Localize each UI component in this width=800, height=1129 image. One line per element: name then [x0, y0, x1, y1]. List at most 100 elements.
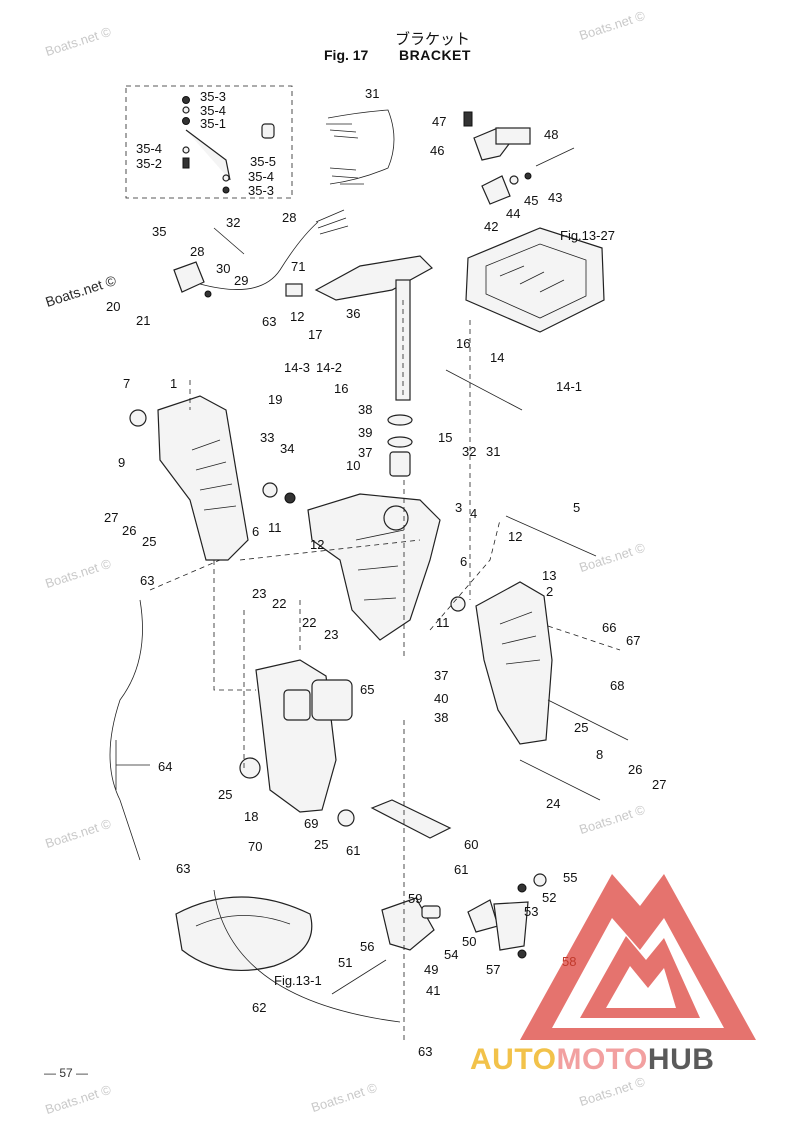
- callout-12: 12: [310, 537, 324, 552]
- part-2-clamp-bracket-right: [450, 581, 553, 745]
- lower-bracket-group: [381, 873, 547, 959]
- callout-21: 21: [136, 313, 150, 328]
- callout-35-3: 35-3: [248, 183, 274, 198]
- callout-18: 18: [244, 809, 258, 824]
- callout-labels: 35-3 35-4 35-1 35-4 35-2 35-5 35-4 35-3 …: [104, 86, 666, 1059]
- callout-63: 63: [176, 861, 190, 876]
- callout-25: 25: [142, 534, 156, 549]
- callout-48: 48: [544, 127, 558, 142]
- callout-63: 63: [262, 314, 276, 329]
- part-31-wire-harness: [326, 109, 395, 185]
- part-18-power-trim-tilt-unit: [239, 659, 355, 827]
- leader-64: [115, 740, 150, 790]
- callout-16: 16: [334, 381, 348, 396]
- brand-part-moto: MOTO: [556, 1043, 648, 1076]
- brand-wordmark: AUTOMOTOHUB: [470, 1043, 714, 1077]
- callout-50: 50: [462, 934, 476, 949]
- reference-fig13-27-housing: [465, 227, 605, 333]
- callout-68: 68: [610, 678, 624, 693]
- page-number: — 57 —: [44, 1066, 89, 1080]
- callout-14: 14: [490, 350, 504, 365]
- callout-16: 16: [456, 336, 470, 351]
- callout-8: 8: [596, 747, 603, 762]
- callout-28: 28: [282, 210, 296, 225]
- part-60-plate: [370, 799, 452, 839]
- callout-22: 22: [302, 615, 316, 630]
- callout-37: 37: [358, 445, 372, 460]
- callout-29: 29: [234, 273, 248, 288]
- callout-57: 57: [486, 962, 500, 977]
- callout-9: 9: [118, 455, 125, 470]
- brand-part-auto: AUTO: [470, 1043, 557, 1076]
- callout-35-2: 35-2: [136, 156, 162, 171]
- callout-56: 56: [360, 939, 374, 954]
- callout-34: 34: [280, 441, 294, 456]
- callout-35-5: 35-5: [250, 154, 276, 169]
- callout-64: 64: [158, 759, 172, 774]
- callout-37: 37: [434, 668, 448, 683]
- callout-1: 1: [170, 376, 177, 391]
- callout-67: 67: [626, 633, 640, 648]
- callout-14-2: 14-2: [316, 360, 342, 375]
- callout-45: 45: [524, 193, 538, 208]
- part-35-linkage: [182, 96, 275, 194]
- callout-70: 70: [248, 839, 262, 854]
- callout-17: 17: [308, 327, 322, 342]
- callout-33: 33: [260, 430, 274, 445]
- callout-54: 54: [444, 947, 458, 962]
- callout-53: 53: [524, 904, 538, 919]
- callout-26: 26: [122, 523, 136, 538]
- callout-61: 61: [454, 862, 468, 877]
- part-51-bolt: [331, 959, 387, 995]
- callout-12: 12: [290, 309, 304, 324]
- callout-11: 11: [268, 520, 282, 535]
- callout-38: 38: [358, 402, 372, 417]
- callout-19: 19: [268, 392, 282, 407]
- callout-24: 24: [546, 796, 560, 811]
- reference-fig13-1-lower-unit: [175, 896, 313, 971]
- callout-58: 58: [562, 954, 576, 969]
- callout-10: 10: [346, 458, 360, 473]
- callout-5: 5: [573, 500, 580, 515]
- callout-12: 12: [508, 529, 522, 544]
- callout-35-3: 35-3: [200, 89, 226, 104]
- assembly-guide-lines: [149, 320, 621, 1040]
- callout-47: 47: [432, 114, 446, 129]
- reference-fig13-1: Fig.13-1: [274, 973, 322, 988]
- callout-27: 27: [652, 777, 666, 792]
- callout-39: 39: [358, 425, 372, 440]
- callout-22: 22: [272, 596, 286, 611]
- callout-35: 35: [152, 224, 166, 239]
- part-62-ground-cable: [213, 889, 401, 1023]
- swivel-bushings-upper: [387, 414, 413, 477]
- callout-7: 7: [123, 376, 130, 391]
- callout-32: 32: [226, 215, 240, 230]
- callout-26: 26: [628, 762, 642, 777]
- callout-11: 11: [436, 615, 450, 630]
- callout-36: 36: [346, 306, 360, 321]
- callout-52: 52: [542, 890, 556, 905]
- part-36-swivel-shaft: [314, 255, 433, 401]
- diagram-title-japanese: ブラケット: [395, 30, 471, 48]
- callout-30: 30: [216, 261, 230, 276]
- callout-71: 71: [291, 259, 305, 274]
- callout-15: 15: [438, 430, 452, 445]
- callout-6: 6: [460, 554, 467, 569]
- brand-logo-mark: [520, 874, 756, 1040]
- part-1-clamp-bracket-left: [129, 395, 296, 561]
- part-10-swivel-bracket: [307, 493, 441, 641]
- callout-35-4: 35-4: [136, 141, 162, 156]
- callout-23: 23: [324, 627, 338, 642]
- figure-number: Fig. 17: [324, 47, 369, 63]
- callout-44: 44: [506, 206, 520, 221]
- callout-35-4: 35-4: [248, 169, 274, 184]
- callout-35-4: 35-4: [200, 103, 226, 118]
- callout-49: 49: [424, 962, 438, 977]
- part-28-cable: [173, 209, 349, 298]
- callout-28: 28: [190, 244, 204, 259]
- callout-46: 46: [430, 143, 444, 158]
- callout-6: 6: [252, 524, 259, 539]
- callout-31: 31: [486, 444, 500, 459]
- callout-4: 4: [470, 506, 477, 521]
